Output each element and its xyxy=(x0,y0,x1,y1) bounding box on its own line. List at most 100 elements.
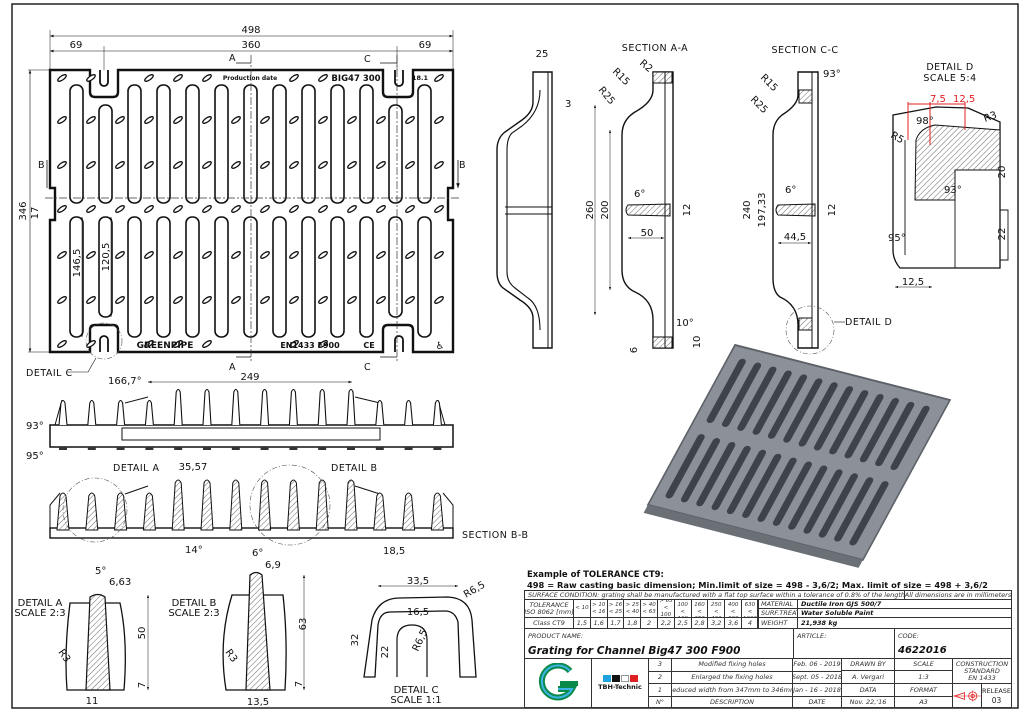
rib-mark xyxy=(289,251,299,259)
rib-mark xyxy=(434,251,444,259)
tolerance-range: > 250 < 400 xyxy=(707,599,726,618)
angle-93: 93° xyxy=(823,69,841,80)
rib-mark xyxy=(57,340,67,348)
slot xyxy=(388,216,403,318)
fixing-foot xyxy=(375,447,384,450)
marking-production-date: Production date xyxy=(223,75,277,82)
fixing-foot xyxy=(203,447,211,450)
side-profile-view: 25 3 xyxy=(496,49,571,349)
slot xyxy=(330,84,345,204)
rib-mark xyxy=(115,251,125,259)
dim-260: 260 xyxy=(585,200,596,219)
side-fin xyxy=(202,388,212,426)
projection-symbol xyxy=(952,683,982,708)
drawn-by-value: A. Vergari xyxy=(841,670,895,684)
rib-mark xyxy=(260,296,270,304)
angle-93: 93° xyxy=(944,185,962,196)
radius-r2: R2 xyxy=(637,58,654,75)
render-slot xyxy=(849,481,889,546)
render-slot xyxy=(844,394,884,459)
angle-95: 95° xyxy=(888,233,906,244)
rib-mark xyxy=(318,340,328,348)
section-aa-title: SECTION A-A xyxy=(622,43,688,54)
dim-16-5: 16,5 xyxy=(407,607,429,618)
render-slot xyxy=(726,449,766,515)
detail-a-title: DETAIL A xyxy=(18,598,63,609)
render-slot xyxy=(803,469,843,534)
side-view-fins xyxy=(58,388,442,426)
fixing-foot xyxy=(174,447,183,450)
dim-69-right: 69 xyxy=(419,40,432,51)
slot xyxy=(156,84,171,204)
angle-93: 93° xyxy=(26,421,44,432)
data-label: DATA xyxy=(841,683,895,697)
rib-mark xyxy=(57,74,67,82)
render-slot xyxy=(788,465,828,530)
revision-date: Feb. 06 - 2019 xyxy=(792,658,842,672)
rib-mark xyxy=(289,205,299,213)
dim-146-5: 146,5 xyxy=(72,249,83,278)
rib-mark xyxy=(347,116,357,124)
side-view-feet xyxy=(59,447,442,450)
rib-mark xyxy=(57,251,67,259)
detail-a-scale: SCALE 2:3 xyxy=(14,608,65,619)
detail-d-callout: DETAIL D xyxy=(845,317,892,328)
rib-mark xyxy=(318,161,328,169)
rib-mark xyxy=(318,74,328,82)
release-cell: RELEASE 03 xyxy=(981,683,1012,708)
side-fin xyxy=(87,399,97,426)
side-fin xyxy=(346,388,356,426)
slot xyxy=(272,84,287,204)
detail-b-circle xyxy=(249,464,331,546)
rib-mark xyxy=(115,116,125,124)
slot xyxy=(301,84,316,204)
rib-mark xyxy=(434,116,444,124)
rib-mark xyxy=(57,116,67,124)
dim-3: 3 xyxy=(565,99,571,110)
dim-50: 50 xyxy=(137,627,148,640)
revision-description: Enlarged the fixing holes xyxy=(671,670,793,685)
slot xyxy=(185,84,200,204)
section-bb-title: SECTION B-B xyxy=(462,530,529,541)
slot xyxy=(359,216,374,338)
code-label: CODE: xyxy=(898,632,919,640)
rib-mark xyxy=(173,161,183,169)
rib-mark xyxy=(405,205,415,213)
first-angle-projection-icon xyxy=(953,689,981,702)
render-slot xyxy=(772,461,812,526)
rib-mark xyxy=(144,74,154,82)
detail-a-callout: DETAIL A xyxy=(113,463,160,474)
detail-b-title: DETAIL B xyxy=(172,598,217,609)
rib-mark xyxy=(202,205,212,213)
rib-mark xyxy=(289,340,299,348)
dim-346: 346 xyxy=(18,201,29,220)
render-slot xyxy=(875,401,915,467)
fixing-foot xyxy=(145,447,154,450)
section-b-left: B xyxy=(38,160,45,171)
fixing-foot xyxy=(260,447,269,450)
section-c-bottom: C xyxy=(364,362,371,373)
product-name-cell: PRODUCT NAME: Grating for Channel Big47 … xyxy=(524,628,794,659)
dim-6-63: 6,63 xyxy=(109,577,131,588)
greenpipe-logo xyxy=(524,658,592,708)
slot xyxy=(388,104,403,204)
render-slot xyxy=(680,438,721,503)
slot xyxy=(69,84,84,204)
scale-value: 1:3 xyxy=(894,670,953,684)
section-fin xyxy=(114,492,128,531)
rib-mark xyxy=(231,116,241,124)
dim-50: 50 xyxy=(641,228,654,239)
angle-98: 98° xyxy=(916,116,934,127)
section-a-a: SECTION A-A R15 R2 R25 260 200 6° 12 50 … xyxy=(585,43,703,353)
marking-date-code: 18.1 xyxy=(412,74,429,82)
section-fin xyxy=(171,479,185,531)
rib-mark xyxy=(115,296,125,304)
rib-mark xyxy=(86,74,96,82)
section-c-c: SECTION C-C R15 R25 93° 240 197,33 6° 12… xyxy=(742,45,892,355)
dim-35-57: 35,57 xyxy=(179,462,208,473)
rib-mark xyxy=(405,161,415,169)
rib-mark xyxy=(434,161,444,169)
slot xyxy=(417,216,432,338)
rib-mark xyxy=(57,296,67,304)
